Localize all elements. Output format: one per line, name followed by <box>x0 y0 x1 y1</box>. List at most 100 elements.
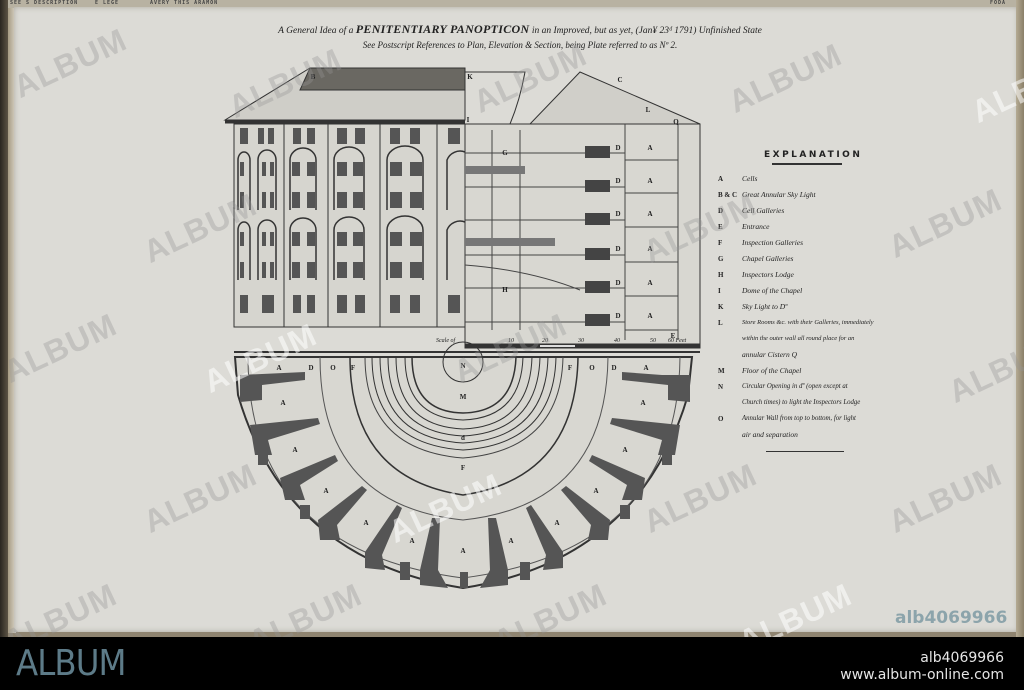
legend-item: L Store Rooms &c. with their Galleries, i… <box>718 315 918 331</box>
legend-key: I <box>718 287 721 295</box>
footer-info: alb4069966 www.album-online.com <box>840 650 1004 684</box>
svg-text:L: L <box>646 106 651 114</box>
strip-text: FODA <box>990 0 1007 6</box>
svg-text:E: E <box>671 332 676 340</box>
svg-text:A: A <box>643 364 648 372</box>
strip-text: E LEGE <box>95 0 120 6</box>
scale-tick: 50 <box>650 338 656 344</box>
legend-text: air and separation <box>742 430 798 439</box>
legend-key: N <box>718 383 724 391</box>
legend-item-continued: air and separation <box>718 427 918 443</box>
plate-title: A General Idea of a PENITENTIARY PANOPTI… <box>230 22 810 37</box>
legend-item: N Circular Opening in dº (open except at <box>718 379 918 395</box>
legend-text: Sky Light to Dº <box>742 302 788 311</box>
svg-text:D: D <box>611 364 616 372</box>
legend-text: Cells <box>742 174 758 183</box>
scale-tick: 20 <box>542 338 548 344</box>
legend-item: H Inspectors Lodge <box>718 267 918 283</box>
svg-text:A: A <box>323 487 328 495</box>
legend-text: Inspection Galleries <box>742 238 804 247</box>
legend-text: Circular Opening in dº (open except at <box>742 383 848 390</box>
svg-text:D: D <box>615 210 620 218</box>
legend-item: D Cell Galleries <box>718 203 918 219</box>
svg-text:M: M <box>460 393 467 401</box>
svg-text:D: D <box>615 245 620 253</box>
facing-page-strip: SEE S DESCRIPTION E LEGE AVERY THIS ARAM… <box>0 0 1024 8</box>
legend-key: D <box>718 207 724 215</box>
scale-tick: 10 <box>508 338 514 344</box>
legend-item: E Entrance <box>718 219 918 235</box>
legend-item-continued: Church times) to light the Inspectors Lo… <box>718 395 918 411</box>
svg-text:A: A <box>280 399 285 407</box>
legend-key: M <box>718 367 725 375</box>
legend-text: Cell Galleries <box>742 206 785 215</box>
svg-text:B: B <box>311 73 316 81</box>
svg-text:I: I <box>467 116 470 124</box>
svg-text:F: F <box>461 464 465 472</box>
legend-key: O <box>718 415 724 423</box>
svg-text:A: A <box>593 487 598 495</box>
svg-text:G: G <box>502 149 508 157</box>
svg-text:D: D <box>308 364 313 372</box>
svg-text:D: D <box>615 312 620 320</box>
svg-text:A: A <box>647 177 652 185</box>
image-id-watermark: alb4069966 <box>895 608 1008 628</box>
scale-tick: 40 <box>614 338 620 344</box>
legend-text: Store Rooms &c. with their Galleries, im… <box>742 319 874 326</box>
legend-text: Floor of the Chapel <box>742 366 802 375</box>
svg-text:Q: Q <box>673 118 679 126</box>
svg-text:C: C <box>617 76 622 84</box>
svg-text:A: A <box>647 312 652 320</box>
legend-text: annular Cistern Q <box>742 350 798 359</box>
svg-text:A: A <box>647 144 652 152</box>
scale-bar-label: Scale of 10 20 30 40 50 60 Feet <box>436 338 686 344</box>
legend-text: Church times) to light the Inspectors Lo… <box>742 399 861 406</box>
svg-text:D: D <box>615 279 620 287</box>
legend-key: K <box>718 303 724 311</box>
book-edge-right <box>1016 0 1024 637</box>
legend-key <box>718 331 742 347</box>
svg-text:O: O <box>589 364 595 372</box>
svg-text:A: A <box>292 446 297 454</box>
svg-text:K: K <box>467 73 473 81</box>
svg-text:A: A <box>622 446 627 454</box>
svg-text:A: A <box>409 537 414 545</box>
legend-heading: EXPLANATION <box>764 150 863 160</box>
legend-key: E <box>718 223 723 231</box>
svg-text:N: N <box>460 362 465 370</box>
svg-text:F: F <box>351 364 355 372</box>
legend-item: M Floor of the Chapel <box>718 363 918 379</box>
legend-key: F <box>718 239 723 247</box>
legend-text: Great Annular Sky Light <box>742 190 816 199</box>
svg-text:d: d <box>461 434 465 442</box>
legend-item-continued: annular Cistern Q <box>718 347 918 363</box>
legend-key: B & C <box>718 191 738 199</box>
legend-text: Entrance <box>742 222 770 231</box>
legend-key: L <box>718 319 723 327</box>
legend-key <box>718 395 742 411</box>
album-logo[interactable]: ALBUM <box>16 643 127 684</box>
legend-text: Inspectors Lodge <box>742 270 794 279</box>
book-spine <box>8 8 16 633</box>
svg-text:H: H <box>502 286 508 294</box>
strip-text: AVERY THIS ARAMON <box>150 0 219 6</box>
legend-key: H <box>718 271 724 279</box>
legend-key <box>718 347 742 363</box>
title-prefix: A General Idea of a <box>278 26 354 36</box>
svg-text:A: A <box>276 364 281 372</box>
svg-text:A: A <box>640 399 645 407</box>
svg-text:D: D <box>615 177 620 185</box>
svg-text:A: A <box>460 547 465 555</box>
footer-website-link[interactable]: www.album-online.com <box>840 667 1004 683</box>
plate-subtitle: See Postscript References to Plan, Eleva… <box>362 40 678 50</box>
svg-text:F: F <box>568 364 572 372</box>
svg-text:A: A <box>647 245 652 253</box>
legend-item: B & C Great Annular Sky Light <box>718 187 918 203</box>
svg-text:O: O <box>330 364 336 372</box>
scale-tick: 30 <box>578 338 584 344</box>
